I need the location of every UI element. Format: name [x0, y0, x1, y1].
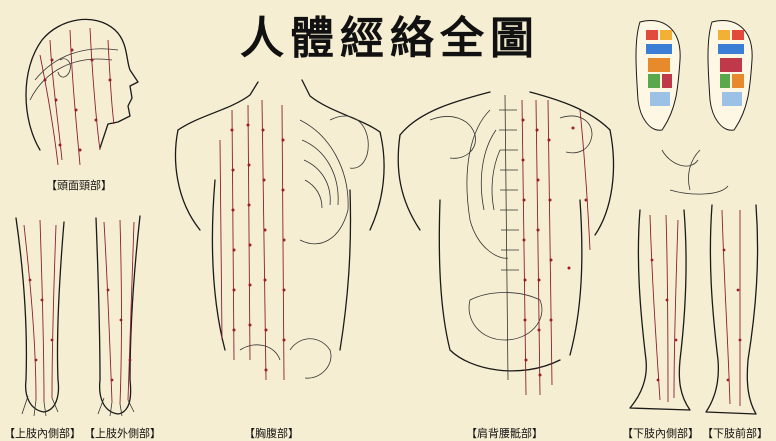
back-figure [397, 91, 615, 396]
leg-inner-figure [629, 209, 691, 411]
head-points [43, 48, 112, 152]
caption-leg-front: 【下肢前部】 [702, 427, 768, 440]
chest-points [230, 123, 286, 372]
back-points [521, 118, 588, 377]
leg-front-figure [705, 204, 759, 415]
caption-chest: 【胸腹部】 [244, 427, 299, 440]
arm-inner-figure [15, 217, 65, 417]
chest-figure [174, 79, 385, 381]
caption-leg-inner: 【下肢內側部】 [622, 427, 699, 440]
caption-back: 【肩背腰骶部】 [466, 427, 543, 440]
arm-outer-figure [95, 215, 141, 417]
foot-reflex-figure [635, 20, 753, 195]
caption-arm-outer: 【上肢外側部】 [84, 427, 161, 440]
caption-head: 【頭面頸部】 [46, 179, 112, 192]
chart-title: 人體經絡全圖 [240, 13, 540, 64]
head-figure [25, 18, 139, 166]
caption-arm-inner: 【上肢內側部】 [4, 427, 81, 440]
